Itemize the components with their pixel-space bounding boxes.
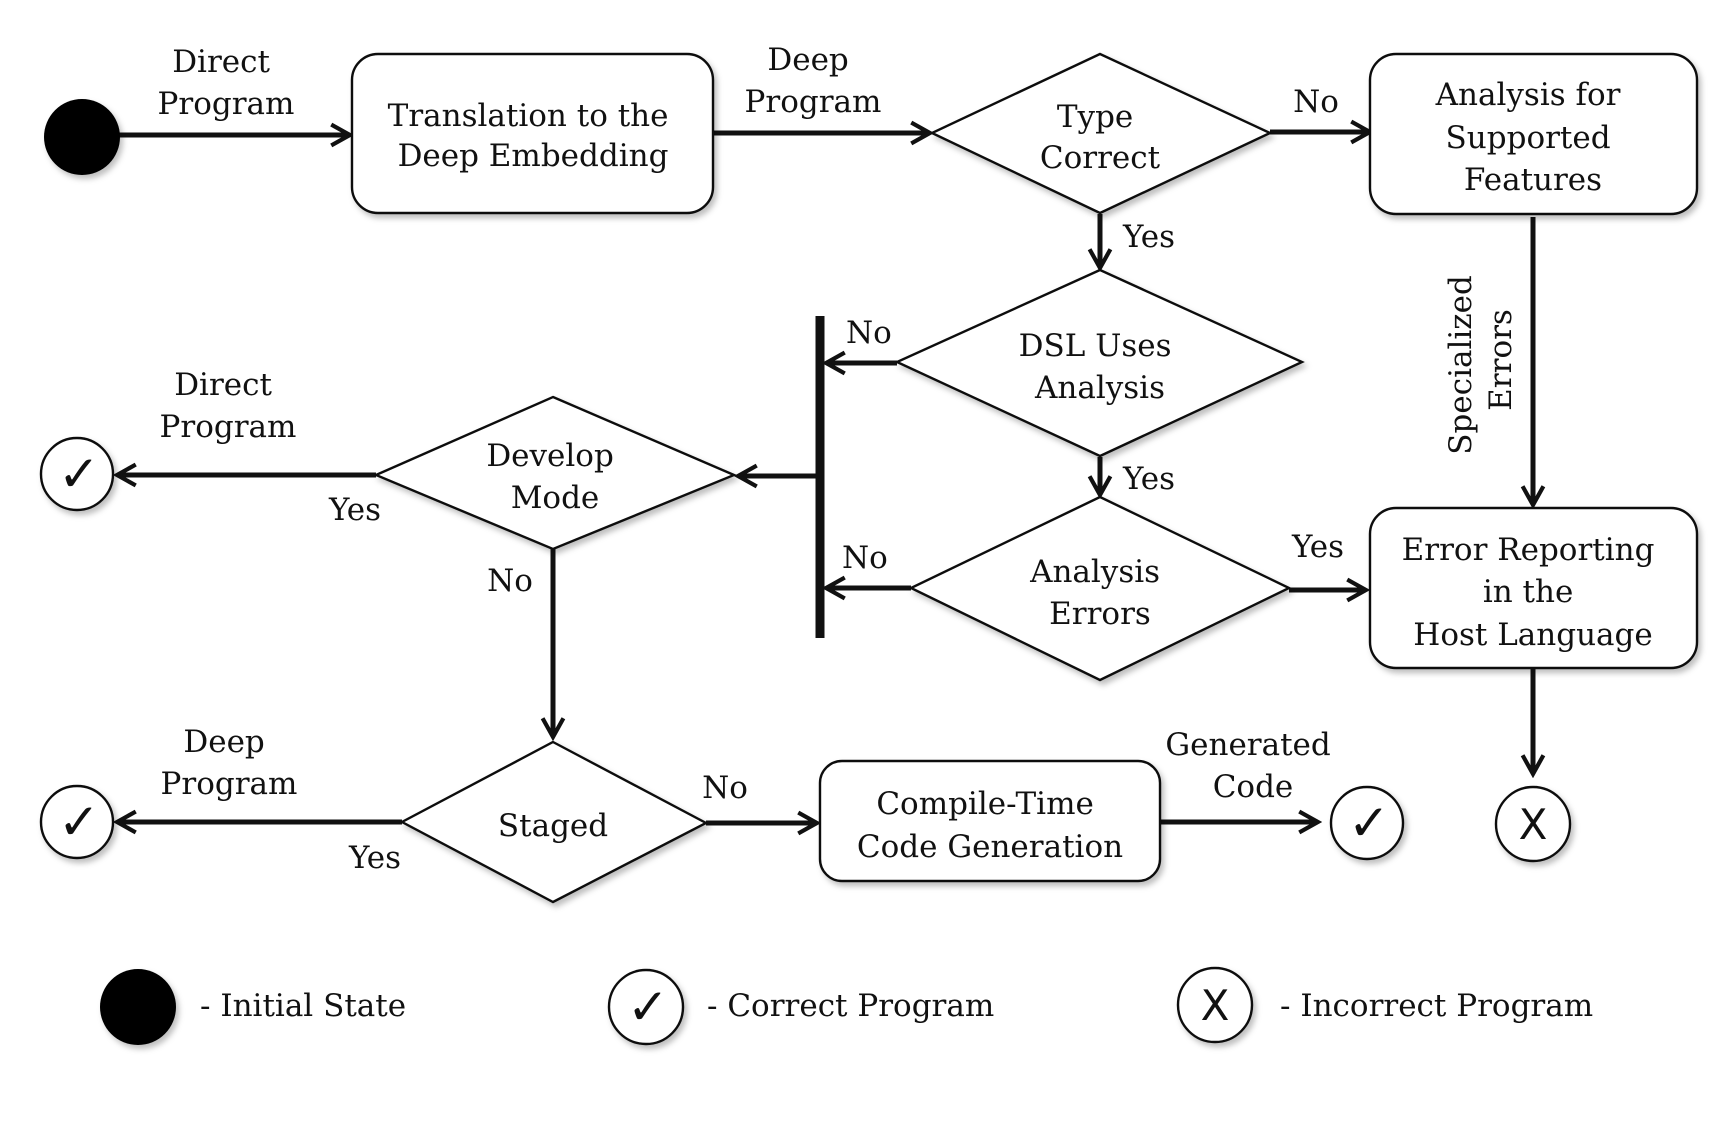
svg-text:Develop Mode: Develop Mode [486, 438, 623, 516]
staged-yes-label: Yes [348, 840, 401, 876]
legend-correct-label: - Correct Program [707, 988, 994, 1024]
svg-text:Specialized Errors: Specialized Errors [1443, 265, 1519, 454]
codegen-box: Compile-Time Code Generation [818, 759, 1162, 883]
svg-text:Deep Program: Deep Program [745, 42, 882, 120]
correct-state-swatch [607, 968, 685, 1046]
svg-text:Translation to the Deep: Translation to the Deep Embedding [388, 98, 679, 174]
develop-out-line-2: Program [160, 409, 297, 445]
type-no-label: No [1293, 84, 1339, 120]
analysis-supported-line-3: Features [1464, 162, 1602, 198]
deep-program-line-1: Deep [767, 42, 848, 78]
staged-no-label: No [702, 770, 748, 806]
svg-text:DSL Uses Analysis: DSL Uses Analysis [1019, 328, 1182, 406]
error-reporting-line-1: Error Reporting [1402, 532, 1655, 568]
correct-state-codegen: ✓ [1329, 785, 1405, 861]
codegen-line-1: Compile-Time [876, 786, 1094, 822]
correct-state-staged: ✓ [39, 784, 115, 860]
staged-decision: Staged [399, 740, 709, 904]
error-reporting-line-3: Host Language [1413, 617, 1652, 653]
translation-box: Translation to the Deep Embedding [350, 52, 715, 215]
svg-text:Staged: Staged [498, 808, 608, 844]
svg-text:Direct Program: Direct Program [158, 44, 295, 122]
svg-text:Deep Program: Deep Program [161, 724, 298, 802]
develop-out-line-1: Direct [174, 367, 272, 403]
correct-state-develop: ✓ [39, 436, 115, 512]
analysis-supported-line-1: Analysis for [1435, 77, 1621, 113]
analysis-errors-line-2: Errors [1049, 596, 1151, 632]
staged-out-line-1: Deep [183, 724, 264, 760]
generated-code-line-2: Code [1213, 769, 1294, 805]
error-reporting-box: Error Reporting in the Host Language [1368, 506, 1699, 670]
develop-yes-label: Yes [328, 492, 381, 528]
svg-text:Compile-Time Code Genera: Compile-Time Code Generation [857, 786, 1123, 865]
dsl-no-label: No [846, 315, 892, 351]
x-icon: X [1201, 981, 1230, 1030]
develop-mode-line-2: Mode [511, 480, 600, 516]
svg-text:Error Reporting in the: Error Reporting in the Host Language [1402, 532, 1665, 653]
analysis-supported-line-2: Supported [1446, 120, 1611, 156]
staged-label: Staged [498, 808, 608, 844]
x-icon: X [1519, 800, 1548, 849]
incorrect-state-swatch [1176, 966, 1254, 1044]
analysis-errors-line-1: Analysis [1029, 554, 1160, 590]
svg-text:Generated Code: Generated Code [1165, 727, 1340, 805]
legend-initial: - Initial State [100, 969, 406, 1045]
develop-mode-decision: Develop Mode [372, 395, 738, 551]
analysis-supported-box: Analysis for Supported Features [1368, 52, 1699, 216]
analysis-no-label: No [842, 540, 888, 576]
dsl-uses-analysis-line-2: Analysis [1034, 370, 1165, 406]
dsl-uses-analysis-decision: DSL Uses Analysis [894, 268, 1305, 458]
analysis-yes-label: Yes [1291, 529, 1344, 565]
check-icon: ✓ [58, 793, 100, 851]
svg-text:Analysis for Supported: Analysis for Supported Features [1435, 77, 1631, 198]
specialized-errors-line-1: Specialized [1443, 275, 1479, 455]
generated-code-line-1: Generated [1165, 727, 1330, 763]
connectors [110, 132, 1533, 823]
legend-incorrect-label: - Incorrect Program [1280, 988, 1593, 1024]
svg-text:Direct Program: Direct Program [160, 367, 297, 445]
deep-program-line-2: Program [745, 84, 882, 120]
translation-line-2: Deep Embedding [398, 138, 669, 174]
specialized-errors-line-2: Errors [1483, 309, 1519, 411]
initial-state [44, 99, 120, 175]
check-icon: ✓ [58, 445, 100, 503]
dsl-yes-label: Yes [1122, 461, 1175, 497]
analysis-errors-decision: Analysis Errors [908, 495, 1292, 682]
type-correct-decision: Type Correct [929, 52, 1273, 215]
dsl-uses-analysis-line-1: DSL Uses [1019, 328, 1172, 364]
svg-text:Type Correct: Type Correct [1040, 99, 1161, 176]
check-icon: ✓ [627, 978, 669, 1036]
develop-mode-line-1: Develop [486, 438, 613, 474]
codegen-line-2: Code Generation [857, 829, 1123, 865]
legend: - Initial State ✓ - Correct Program X - … [100, 966, 1593, 1046]
error-reporting-line-2: in the [1483, 574, 1574, 610]
staged-out-line-2: Program [161, 766, 298, 802]
type-correct-line-2: Correct [1040, 140, 1161, 176]
type-correct-line-1: Type [1057, 99, 1133, 135]
initial-state-swatch [100, 969, 176, 1045]
legend-incorrect: X - Incorrect Program [1176, 966, 1593, 1044]
type-yes-label: Yes [1122, 219, 1175, 255]
direct-program-in-line-1: Direct [172, 44, 270, 80]
translation-line-1: Translation to the [388, 98, 669, 134]
check-icon: ✓ [1348, 794, 1390, 852]
incorrect-state: X [1494, 785, 1572, 863]
edge-labels: Direct Program Deep Program No Yes Speci… [158, 42, 1519, 876]
legend-initial-label: - Initial State [200, 988, 406, 1024]
develop-no-label: No [487, 563, 533, 599]
legend-correct: ✓ - Correct Program [607, 968, 994, 1046]
direct-program-in-line-2: Program [158, 86, 295, 122]
svg-text:Analysis Errors: Analysis Errors [1029, 554, 1170, 632]
